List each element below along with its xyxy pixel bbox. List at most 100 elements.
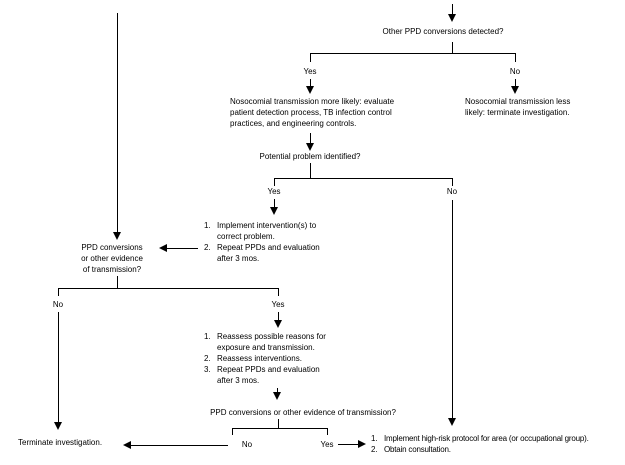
arrow-left-icon xyxy=(159,244,167,252)
arrow-down-icon xyxy=(113,232,121,240)
connector-line xyxy=(277,388,278,393)
label-q3-no: No xyxy=(52,300,64,309)
arrow-down-icon xyxy=(511,86,519,94)
connector-line xyxy=(274,178,275,186)
label-q4-yes: Yes xyxy=(320,440,334,449)
list-number: 1. xyxy=(204,221,211,230)
list-item: 1. Implement intervention(s) to correct … xyxy=(204,220,320,242)
label-q2-yes: Yes xyxy=(267,187,281,196)
text-line: Nosocomial transmission more likely: eva… xyxy=(230,97,395,106)
text-line: patient detection process, TB infection … xyxy=(230,108,392,117)
question-ppd-conversions-evidence: PPD conversions or other evidence of tra… xyxy=(62,242,162,275)
list-number: 3. xyxy=(204,365,211,374)
arrow-left-icon xyxy=(123,441,131,449)
connector-line xyxy=(310,133,311,144)
node-nosocomial-less-likely: Nosocomial transmission less likely: ter… xyxy=(465,96,570,118)
text-line: practices, and engineering controls. xyxy=(230,119,357,128)
branch-line-q2 xyxy=(274,178,453,179)
connector-line xyxy=(338,444,359,445)
reassess-list: 1. Reassess possible reasons for exposur… xyxy=(204,331,326,386)
label-q4-no: No xyxy=(241,440,253,449)
text-line: or other evidence xyxy=(81,254,143,263)
text-line: Repeat PPDs and evaluation xyxy=(217,365,320,374)
connector-line xyxy=(232,428,233,435)
list-item: 2. Repeat PPDs and evaluation after 3 mo… xyxy=(204,242,320,264)
label-q2-no: No xyxy=(446,187,458,196)
text-line: of transmission? xyxy=(82,265,142,274)
text-line: correct problem. xyxy=(217,232,275,241)
list-item: 1. Implement high-risk protocol for area… xyxy=(371,433,589,444)
connector-line xyxy=(310,163,311,178)
list-number: 2. xyxy=(204,354,211,363)
arrow-down-icon xyxy=(274,320,282,328)
branch-line-q1 xyxy=(310,53,516,54)
label-q1-yes: Yes xyxy=(303,67,317,76)
connector-line xyxy=(310,79,311,87)
list-number: 1. xyxy=(371,434,378,443)
arrow-down-icon xyxy=(306,86,314,94)
text-line: Reassess possible reasons for xyxy=(217,332,326,341)
arrow-right-icon xyxy=(358,440,366,448)
text-line: Implement intervention(s) to xyxy=(217,221,317,230)
arrow-down-icon xyxy=(273,392,281,400)
connector-line xyxy=(274,199,275,208)
connector-line xyxy=(278,312,279,321)
intervention-list: 1. Implement intervention(s) to correct … xyxy=(204,220,320,264)
connector-line xyxy=(117,276,118,288)
entry-line-top xyxy=(452,4,453,15)
connector-line xyxy=(278,288,279,296)
branch-line-q4 xyxy=(232,428,328,429)
connector-line xyxy=(167,248,198,249)
connector-line xyxy=(278,419,279,428)
text-line: PPD conversions xyxy=(81,243,143,252)
list-text: Repeat PPDs and evaluation after 3 mos. xyxy=(217,364,320,386)
list-text: Reassess possible reasons for exposure a… xyxy=(217,331,326,353)
question-other-ppd-conversions: Other PPD conversions detected? xyxy=(382,27,504,36)
text-line: after 3 mos. xyxy=(217,376,260,385)
connector-line xyxy=(131,445,228,446)
connector-line xyxy=(452,42,453,53)
high-risk-list: 1. Implement high-risk protocol for area… xyxy=(371,433,589,455)
node-nosocomial-more-likely: Nosocomial transmission more likely: eva… xyxy=(230,96,394,129)
list-item: 2. Reassess interventions. xyxy=(204,353,326,364)
list-number: 2. xyxy=(371,445,378,454)
connector-line xyxy=(327,428,328,435)
list-text: Obtain consultation. xyxy=(384,444,451,455)
text-line: after 3 mos. xyxy=(217,254,260,263)
entry-line-left xyxy=(117,13,118,233)
connector-line-q2-no xyxy=(452,200,453,419)
list-text: Implement intervention(s) to correct pro… xyxy=(217,220,316,242)
connector-line-q3-no xyxy=(58,312,59,423)
label-q1-no: No xyxy=(509,67,521,76)
list-item: 2. Obtain consultation. xyxy=(371,444,589,455)
node-terminate-investigation: Terminate investigation. xyxy=(18,438,103,447)
question-potential-problem: Potential problem identified? xyxy=(259,152,361,161)
arrow-down-icon xyxy=(270,207,278,215)
text-line: Repeat PPDs and evaluation xyxy=(217,243,320,252)
list-item: 3. Repeat PPDs and evaluation after 3 mo… xyxy=(204,364,326,386)
text-line: likely: terminate investigation. xyxy=(465,108,570,117)
list-text: Repeat PPDs and evaluation after 3 mos. xyxy=(217,242,320,264)
list-item: 1. Reassess possible reasons for exposur… xyxy=(204,331,326,353)
arrow-down-icon xyxy=(54,422,62,430)
text-line: Nosocomial transmission less xyxy=(465,97,571,106)
label-q3-yes: Yes xyxy=(271,300,285,309)
arrow-down-icon xyxy=(448,418,456,426)
connector-line xyxy=(310,53,311,62)
text-line: Obtain consultation. xyxy=(384,445,451,454)
list-text: Reassess interventions. xyxy=(217,353,302,364)
connector-line xyxy=(515,53,516,62)
list-number: 2. xyxy=(204,243,211,252)
connector-line xyxy=(452,178,453,186)
connector-line xyxy=(58,288,59,296)
text-line: exposure and transmission. xyxy=(217,343,315,352)
question-ppd-conversions-final: PPD conversions or other evidence of tra… xyxy=(210,408,396,417)
text-line: Reassess interventions. xyxy=(217,354,302,363)
text-line: Implement high-risk protocol for area (o… xyxy=(384,434,589,443)
branch-line-q3 xyxy=(58,288,279,289)
arrow-down-icon xyxy=(306,143,314,151)
arrow-down-icon xyxy=(448,14,456,22)
list-text: Implement high-risk protocol for area (o… xyxy=(384,433,589,444)
list-number: 1. xyxy=(204,332,211,341)
